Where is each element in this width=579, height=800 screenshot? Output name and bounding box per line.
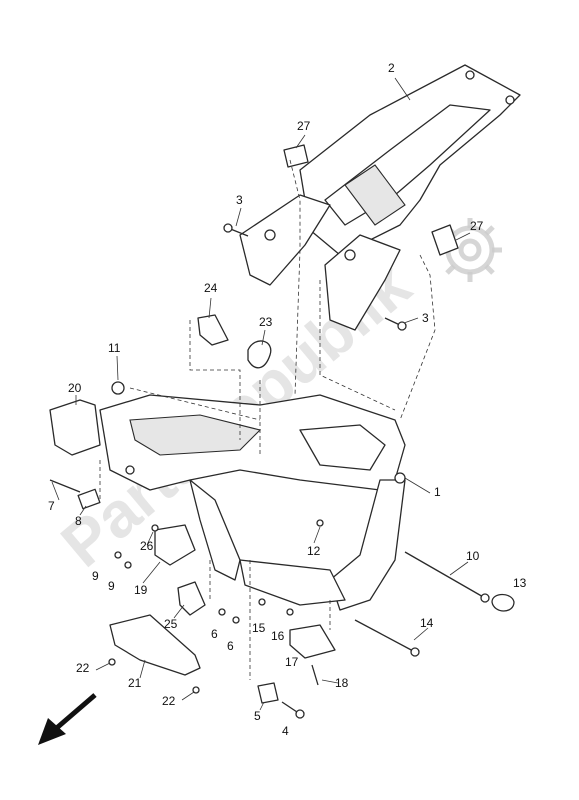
- bolt-7: [49, 479, 81, 493]
- callout-26: 26: [140, 539, 154, 553]
- callout-22-b: 22: [162, 694, 176, 708]
- bracket-17: [289, 624, 336, 659]
- callout-22-a: 22: [76, 661, 90, 675]
- bolt-18: [311, 664, 319, 686]
- rear-subframe: [239, 64, 521, 331]
- callout-25: 25: [164, 617, 178, 631]
- callout-12: 12: [307, 544, 321, 558]
- callout-15: 15: [252, 621, 266, 635]
- nut-11: [111, 381, 125, 395]
- bolt-10: [404, 551, 486, 599]
- alignment-lines: [99, 159, 436, 680]
- callout-16: 16: [271, 629, 285, 643]
- callout-6-b: 6: [227, 639, 234, 653]
- callout-21: 21: [128, 676, 142, 690]
- callout-3-right: 3: [422, 311, 429, 325]
- main-frame: [99, 394, 406, 611]
- callout-13: 13: [513, 576, 527, 590]
- callout-2: 2: [388, 61, 395, 75]
- callout-23: 23: [259, 315, 273, 329]
- callout-7: 7: [48, 499, 55, 513]
- leader-lines: [51, 77, 471, 711]
- front-bracket-20: [49, 399, 101, 456]
- callout-3-left: 3: [236, 193, 243, 207]
- clip-24: [197, 314, 229, 346]
- collar-8: [77, 488, 101, 510]
- callouts: 2 27 3 27 24 3 23 11 20 1 7 8 26 10 12 9…: [48, 61, 527, 738]
- front-arrow-icon: [38, 693, 97, 745]
- callout-10: 10: [466, 549, 480, 563]
- band-23: [247, 340, 272, 369]
- callout-4: 4: [282, 724, 289, 738]
- nut-13: [491, 593, 515, 612]
- callout-9-b: 9: [108, 579, 115, 593]
- callout-19: 19: [134, 583, 148, 597]
- callout-18: 18: [335, 676, 349, 690]
- pad-27-left: [283, 144, 309, 168]
- callout-24: 24: [204, 281, 218, 295]
- engine-bracket-21: [109, 614, 201, 676]
- callout-6-a: 6: [211, 627, 218, 641]
- collar-5: [257, 682, 279, 704]
- callout-5: 5: [254, 709, 261, 723]
- callout-27-right: 27: [470, 219, 484, 233]
- callout-14: 14: [420, 616, 434, 630]
- callout-27-left: 27: [297, 119, 311, 133]
- callout-8: 8: [75, 514, 82, 528]
- pad-27-right: [431, 224, 459, 256]
- cover-19: [154, 524, 196, 566]
- small-parts: [49, 144, 515, 704]
- callout-20: 20: [68, 381, 82, 395]
- bolts: [49, 223, 490, 719]
- bolt-14: [354, 619, 416, 653]
- holder-25: [177, 581, 206, 616]
- callout-9-a: 9: [92, 569, 99, 583]
- callout-17: 17: [285, 655, 299, 669]
- callout-11: 11: [108, 341, 121, 355]
- callout-1: 1: [434, 485, 441, 499]
